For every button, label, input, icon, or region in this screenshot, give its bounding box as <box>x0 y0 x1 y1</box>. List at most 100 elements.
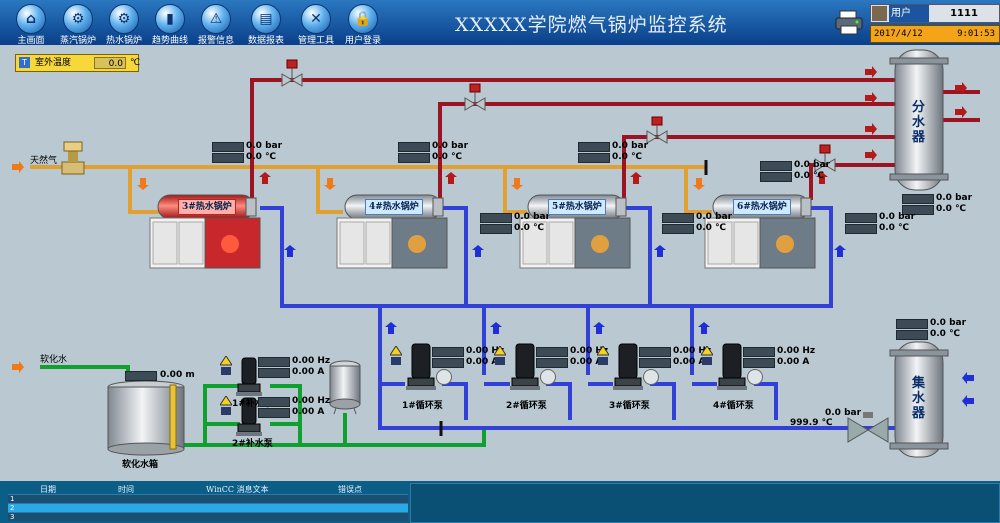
temperature-reading-display <box>212 153 244 163</box>
tank-level-display <box>125 371 157 381</box>
temperature-reading: 0.0 ℃ <box>794 171 824 181</box>
pressure-reading: 0.0 bar <box>879 212 916 222</box>
nav-button-3[interactable]: ⚙热水锅炉 <box>101 2 147 46</box>
flow-arrow-icon <box>12 361 24 373</box>
temperature-reading: 0.0 ℃ <box>612 152 642 162</box>
temperature-reading-display <box>902 205 934 215</box>
nav-button-5[interactable]: ⚠ 报警信息 <box>193 2 239 46</box>
pressure-reading-display <box>578 142 610 152</box>
collector-pressure-value: 0.0 bar <box>825 408 862 418</box>
nav-button-1[interactable]: ⌂ 主画面 <box>8 2 54 46</box>
control-valve-icon[interactable] <box>281 59 303 87</box>
pressure-reading: 0.0 bar <box>514 212 551 222</box>
alarm-row[interactable]: 3 <box>8 512 408 521</box>
temperature-reading: 0.0 ℃ <box>432 152 462 162</box>
flow-arrow-icon <box>472 245 484 257</box>
boiler-label: 6#热水锅炉 <box>733 199 791 215</box>
pump-current-display <box>432 358 464 368</box>
pump-frequency-display <box>743 347 775 357</box>
pump-warning-icon[interactable] <box>389 345 403 366</box>
nav-button-4[interactable]: ▮趋势曲线 <box>147 2 193 46</box>
nav-button-2[interactable]: ⚙蒸汽锅炉 <box>55 2 101 46</box>
page-title: XXXXX学院燃气锅炉监控系统 <box>455 14 728 36</box>
nav-glyph: ✕ <box>310 11 322 27</box>
alarm-row-number: 3 <box>10 513 15 521</box>
flow-arrow-icon <box>385 322 397 334</box>
pressure-reading: 0.0 bar <box>246 141 283 151</box>
pump-warning-icon[interactable] <box>219 355 233 376</box>
collector-temp-value: 999.9 ℃ <box>790 418 833 428</box>
pump-frequency-display <box>639 347 671 357</box>
pump-current: 0.00 A <box>466 357 499 367</box>
alarm-message-area[interactable] <box>410 483 1000 523</box>
pump-frequency: 0.00 Hz <box>466 346 505 356</box>
pump-warning-icon[interactable] <box>700 345 714 366</box>
nav-button-8[interactable]: 🔒用户登录 <box>340 2 386 46</box>
soft-water-label: 软化水 <box>40 355 68 365</box>
temperature-reading: 0.0 ℃ <box>930 329 960 339</box>
alarm-header: 日期 时间 WinCC 消息文本 错误点 <box>8 484 408 494</box>
boiler-label: 5#热水锅炉 <box>548 199 606 215</box>
nav-label: 趋势曲线 <box>151 36 188 46</box>
gas-label: 天然气 <box>30 156 58 166</box>
pump-current: 0.00 A <box>570 357 603 367</box>
pump-frequency-display <box>258 357 290 367</box>
user-box[interactable]: 用户 1111 <box>870 4 1000 23</box>
nav-glyph: ⌂ <box>25 11 37 27</box>
control-valve-icon[interactable] <box>646 116 668 144</box>
temperature-reading: 0.0 ℃ <box>696 223 726 233</box>
collector-title: 集水器 <box>912 376 926 421</box>
flow-arrow-icon <box>137 178 149 190</box>
nav-glyph: ⚙ <box>71 11 85 27</box>
datetime-box: 2017/4/12 9:01:53 <box>870 25 1000 43</box>
printer-icon[interactable] <box>835 9 863 35</box>
pump-warning-icon[interactable] <box>493 345 507 366</box>
nav-glyph: ⚙ <box>117 11 131 27</box>
nav-label: 报警信息 <box>197 36 234 46</box>
flow-arrow-icon <box>834 245 846 257</box>
nav-label: 主画面 <box>17 36 45 46</box>
boiler-label: 3#热水锅炉 <box>178 199 236 215</box>
temperature-reading: 0.0 ℃ <box>514 223 544 233</box>
pump-warning-icon[interactable] <box>219 395 233 416</box>
nav-glyph: ⚠ <box>209 11 223 27</box>
pump-label: 1#补水泵 <box>232 399 273 409</box>
pressure-reading-display <box>845 213 877 223</box>
nav-label: 数据报表 <box>247 36 284 46</box>
pressure-reading-display <box>896 319 928 329</box>
temperature-reading-display <box>896 330 928 340</box>
nav-button-7[interactable]: ✕ 管理工具 <box>293 2 339 46</box>
alarm-panel: 日期 时间 WinCC 消息文本 错误点 1 2 3 <box>0 481 1000 523</box>
temperature-reading: 0.0 ℃ <box>879 223 909 233</box>
flow-arrow-icon <box>490 322 502 334</box>
avatar <box>872 6 887 21</box>
pressure-reading: 0.0 bar <box>936 193 973 203</box>
pressure-reading: 0.0 bar <box>696 212 733 222</box>
pressure-reading: 0.0 bar <box>930 318 967 328</box>
alarm-col-time: 时间 <box>118 485 134 494</box>
nav-label: 管理工具 <box>297 36 334 46</box>
pump-frequency: 0.00 Hz <box>570 346 609 356</box>
pressure-reading-display <box>480 213 512 223</box>
pressure-reading-display <box>760 161 792 171</box>
temperature-reading-display <box>760 172 792 182</box>
pump-current-display <box>536 358 568 368</box>
pump-frequency: 0.00 Hz <box>673 346 712 356</box>
temperature-reading-display <box>662 224 694 234</box>
flow-arrow-icon <box>445 172 457 184</box>
alarm-col-date: 日期 <box>40 485 56 494</box>
pump-status-lamp <box>540 369 556 385</box>
alarm-row[interactable]: 2 <box>8 503 408 512</box>
control-valve-icon[interactable] <box>464 83 486 111</box>
alarm-row[interactable]: 1 <box>8 494 408 503</box>
flow-arrow-icon <box>630 172 642 184</box>
home-icon: ⌂ <box>16 4 46 34</box>
pump-current-display <box>639 358 671 368</box>
pump-warning-icon[interactable] <box>596 345 610 366</box>
alarm-col-error: 错误点 <box>338 485 362 494</box>
flow-arrow-icon <box>955 106 967 118</box>
nav-button-6[interactable]: ▤数据报表 <box>243 2 289 46</box>
user-value: 1111 <box>950 8 978 19</box>
distributor-title-text: 分水器 <box>912 100 926 145</box>
softener-tank-label: 软化水箱 <box>122 460 159 470</box>
